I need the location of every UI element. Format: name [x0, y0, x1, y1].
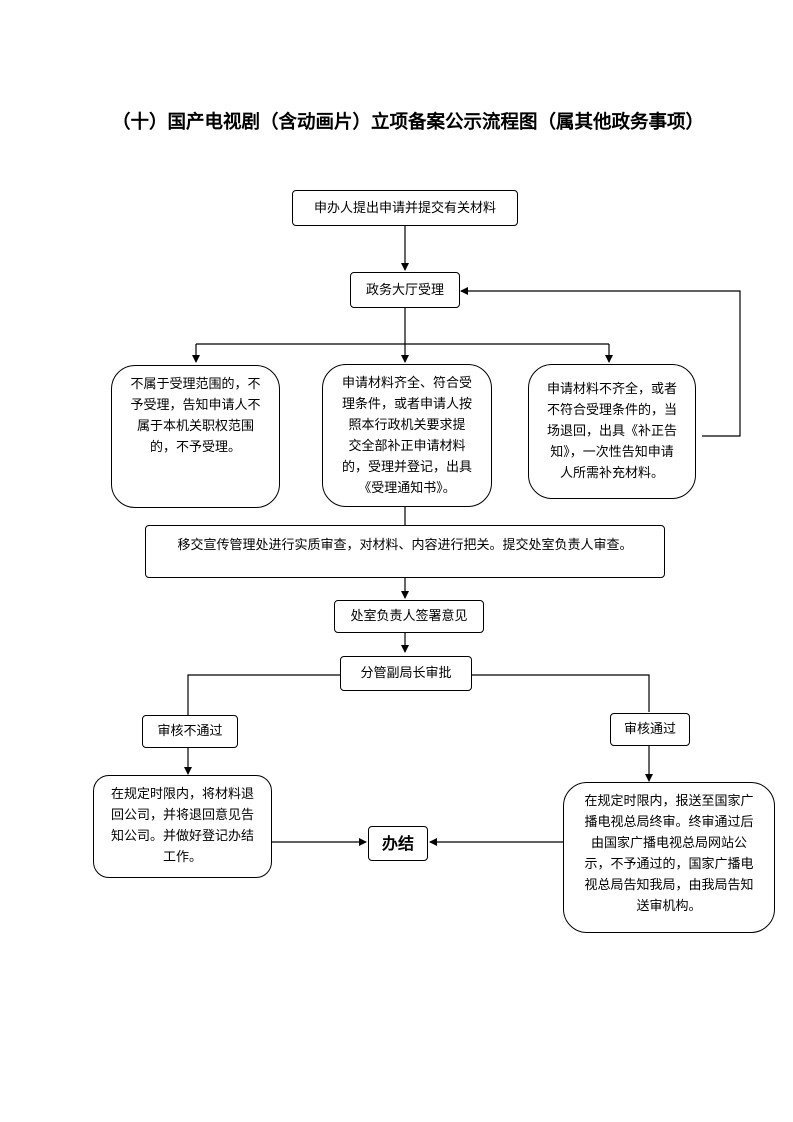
- node-not-accepted: 不属于受理范围的，不 予受理，告知申请人不 属于本机关职权范围 的，不予受理。: [111, 365, 280, 508]
- node-reject-result: 在规定时限内，将材料退 回公司，并将退回意见告 知公司。并做好登记办结 工作。: [93, 775, 272, 878]
- node-hall-label: 政务大厅受理: [365, 282, 444, 298]
- node-rejected-label: 审核不通过: [157, 724, 223, 739]
- node-rejected: 审核不通过: [142, 715, 238, 748]
- node-director-sign-label: 处室负责人签署意见: [350, 609, 468, 624]
- node-apply: 申办人提出申请并提交有关材料: [292, 190, 518, 226]
- node-deputy-approve-label: 分管副局长审批: [360, 666, 452, 681]
- node-hall: 政务大厅受理: [350, 272, 460, 308]
- node-review-label: 移交宣传管理处进行实质审查，对材料、内容进行把关。提交处室负责人审查。: [177, 538, 633, 553]
- node-reject-result-label: 在规定时限内，将材料退 回公司，并将退回意见告 知公司。并做好登记办结 工作。: [110, 787, 254, 865]
- arrow-loop-back-to-hall: [460, 287, 741, 437]
- node-pass-result-label: 在规定时限内，报送至国家广 播电视总局终审。终审通过后 由国家广播电视总局网站公…: [584, 794, 754, 914]
- node-deputy-approve: 分管副局长审批: [340, 656, 472, 691]
- node-not-accepted-label: 不属于受理范围的，不 予受理，告知申请人不 属于本机关职权范围 的，不予受理。: [130, 377, 261, 455]
- line-to-rejected: [187, 674, 340, 715]
- node-accepted: 申请材料齐全、符合受 理条件，或者申请人按 照本行政机关要求提 交全部补正申请材…: [322, 364, 492, 507]
- node-incomplete-label: 申请材料不齐全，或者 不符合受理条件的，当 场退回，出具《补正告 知》，一次性告…: [546, 382, 677, 481]
- node-accepted-label: 申请材料齐全、符合受 理条件，或者申请人按 照本行政机关要求提 交全部补正申请材…: [341, 375, 472, 496]
- node-director-sign: 处室负责人签署意见: [334, 600, 484, 633]
- node-finish-label: 办结: [381, 834, 414, 853]
- node-incomplete: 申请材料不齐全，或者 不符合受理条件的，当 场退回，出具《补正告 知》，一次性告…: [528, 364, 696, 499]
- node-passed: 审核通过: [610, 713, 690, 746]
- node-passed-label: 审核通过: [623, 722, 676, 737]
- node-apply-label: 申办人提出申请并提交有关材料: [313, 200, 496, 216]
- node-review: 移交宣传管理处进行实质审查，对材料、内容进行把关。提交处室负责人审查。: [145, 525, 665, 578]
- line-to-passed: [472, 674, 650, 712]
- node-finish: 办结: [368, 826, 428, 861]
- page-title: （十）国产电视剧（含动画片）立项备案公示流程图（属其他政务事项）: [112, 112, 705, 133]
- node-pass-result: 在规定时限内，报送至国家广 播电视总局终审。终审通过后 由国家广播电视总局网站公…: [563, 782, 775, 933]
